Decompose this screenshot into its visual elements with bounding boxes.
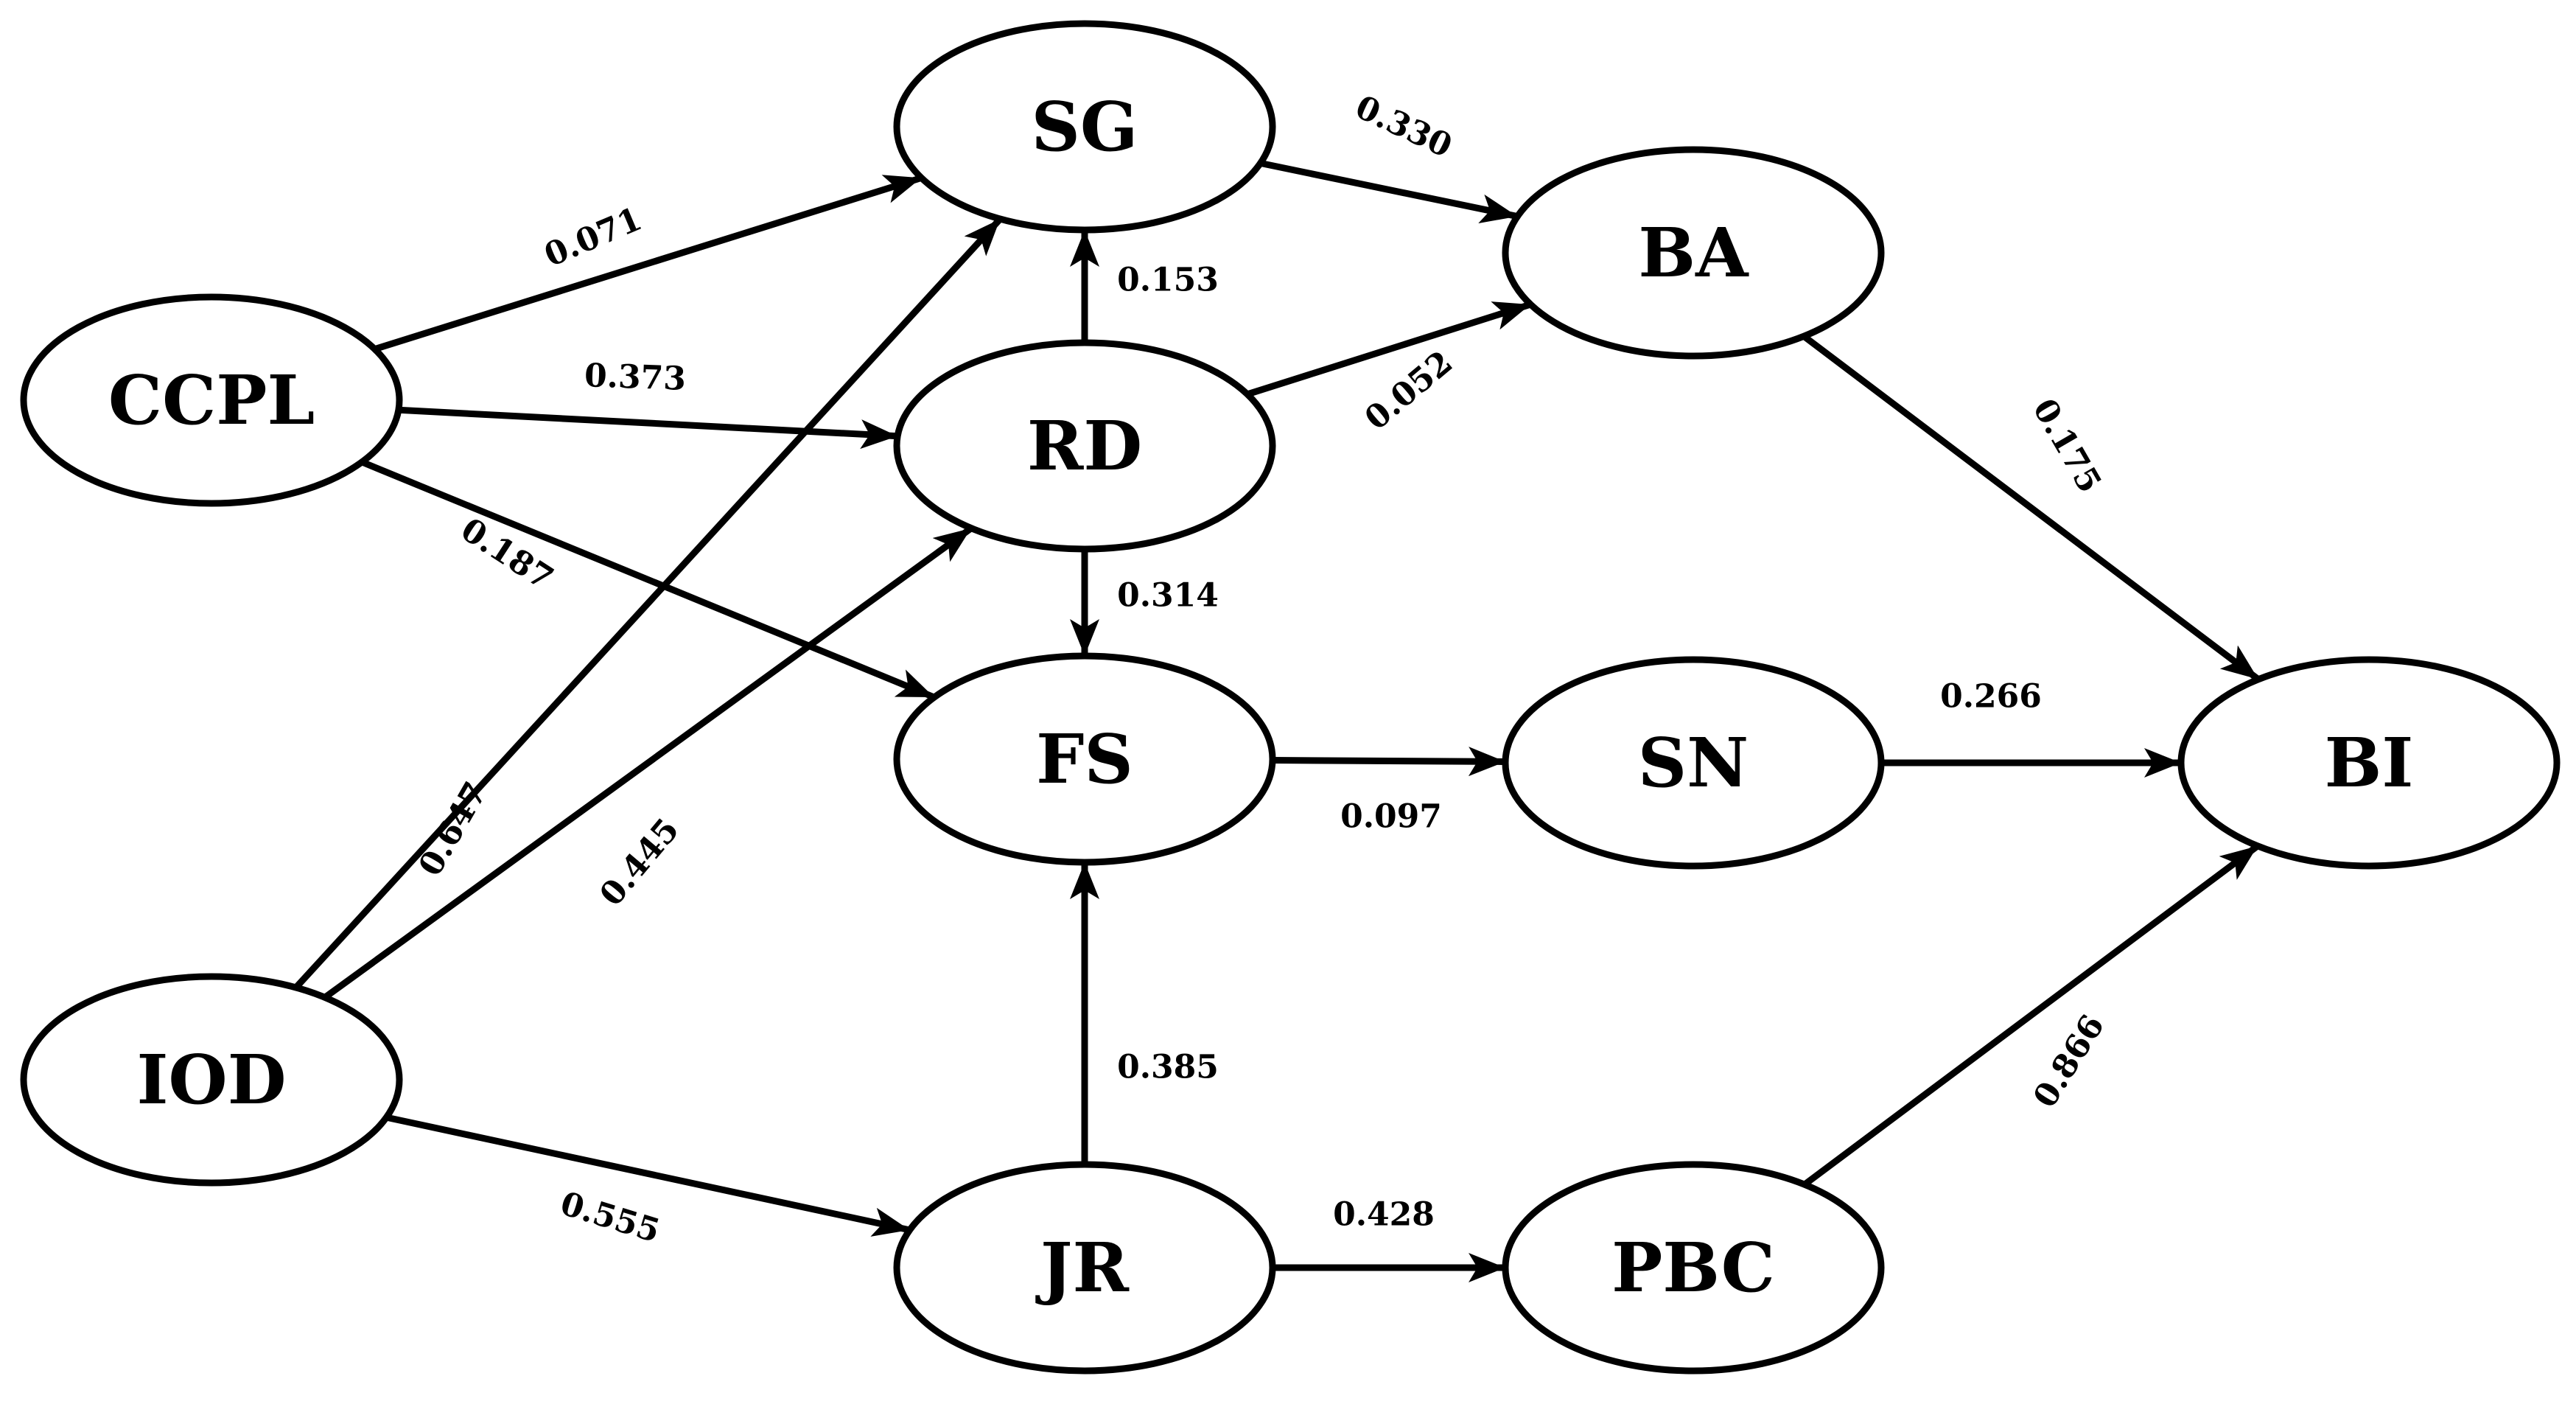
node-ccpl: CCPL	[20, 293, 403, 507]
node-label-ba: BA	[1638, 213, 1749, 293]
node-iod: IOD	[20, 973, 403, 1187]
edges-layer	[293, 159, 2259, 1282]
edge-arrow-iod-to-rd	[323, 526, 972, 1000]
edge-label-fs-to-sn: 0.097	[1340, 798, 1442, 836]
node-label-rd: RD	[1027, 406, 1142, 486]
node-ellipse-pbc	[1502, 1161, 1885, 1375]
node-ellipse-bi	[2177, 656, 2561, 870]
edge-arrow-ba-to-bi	[1802, 333, 2259, 682]
edge-label-jr-to-pbc: 0.428	[1333, 1196, 1435, 1234]
node-jr: JR	[893, 1161, 1276, 1375]
edge-label-iod-to-rd: 0.445	[592, 811, 687, 913]
edge-label-iod-to-sg: 0.647	[411, 776, 494, 883]
node-ellipse-rd	[893, 339, 1276, 553]
edge-arrow-ccpl-to-sg	[374, 175, 922, 352]
node-ellipse-jr	[893, 1161, 1276, 1375]
node-ellipse-iod	[20, 973, 403, 1187]
edge-label-rd-to-sg: 0.153	[1117, 262, 1219, 299]
node-label-ccpl: CCPL	[108, 360, 315, 440]
node-sg: SG	[893, 20, 1276, 234]
node-sn: SN	[1502, 656, 1885, 870]
node-fs: FS	[893, 652, 1276, 866]
node-label-sg: SG	[1031, 87, 1138, 167]
node-ba: BA	[1502, 146, 1885, 360]
node-label-pbc: PBC	[1611, 1228, 1775, 1307]
edge-label-pbc-to-bi: 0.866	[2026, 1008, 2112, 1114]
edge-label-rd-to-fs: 0.314	[1117, 577, 1219, 615]
edge-arrow-fs-to-sn	[1272, 747, 1506, 777]
edge-label-iod-to-jr: 0.555	[556, 1184, 665, 1250]
node-ellipse-ccpl	[20, 293, 403, 507]
node-label-iod: IOD	[137, 1040, 287, 1120]
edge-label-ccpl-to-sg: 0.071	[539, 200, 648, 275]
node-label-sn: SN	[1638, 723, 1749, 803]
node-ellipse-sg	[893, 20, 1276, 234]
edge-label-sg-to-ba: 0.330	[1350, 88, 1457, 165]
node-label-jr: JR	[1035, 1228, 1130, 1307]
node-bi: BI	[2177, 656, 2561, 870]
edge-arrow-iod-to-sg	[293, 217, 1002, 990]
node-label-fs: FS	[1036, 719, 1133, 799]
edge-arrow-ccpl-to-rd	[398, 406, 898, 450]
edge-label-sn-to-bi: 0.266	[1940, 678, 2042, 716]
node-label-bi: BI	[2325, 723, 2414, 803]
edge-arrow-ccpl-to-fs	[360, 458, 934, 700]
node-ellipse-ba	[1502, 146, 1885, 360]
edge-arrow-iod-to-jr	[385, 1114, 910, 1237]
node-pbc: PBC	[1502, 1161, 1885, 1375]
node-rd: RD	[893, 339, 1276, 553]
edge-arrow-pbc-to-bi	[1802, 844, 2258, 1187]
edge-arrow-sg-to-ba	[1259, 159, 1518, 224]
edge-arrow-rd-to-ba	[1246, 301, 1531, 398]
edge-label-jr-to-fs: 0.385	[1117, 1049, 1219, 1086]
edge-label-ccpl-to-rd: 0.373	[584, 357, 686, 398]
edge-label-ba-to-bi: 0.175	[2025, 393, 2108, 500]
node-ellipse-fs	[893, 652, 1276, 866]
node-ellipse-sn	[1502, 656, 1885, 870]
nodes-layer: CCPL IOD SG RD FS JR BA SN PBC BI	[20, 20, 2561, 1375]
